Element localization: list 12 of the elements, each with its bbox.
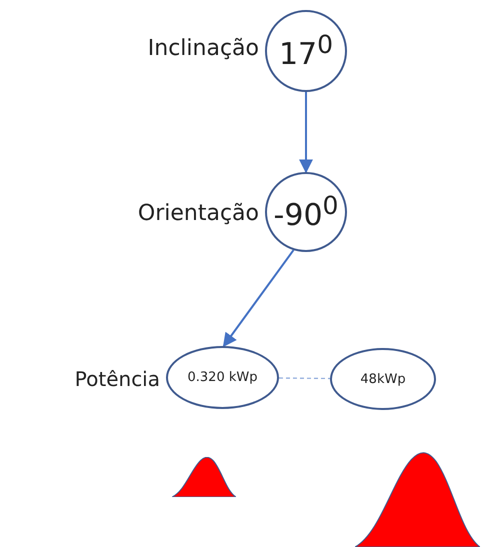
value-text: -90$^{0}$ bbox=[274, 193, 338, 231]
bell-curve-shape bbox=[172, 457, 236, 497]
arrow bbox=[299, 92, 313, 174]
connector-line bbox=[278, 377, 330, 380]
node-label: Inclinação bbox=[148, 38, 259, 60]
value-text: 48kWp bbox=[360, 372, 406, 386]
arrow bbox=[222, 250, 294, 348]
node-label: Potência bbox=[74, 369, 160, 389]
value-text: 17$^{0}$ bbox=[278, 32, 334, 70]
value-text: 0.320 kWp bbox=[188, 371, 258, 384]
bell-curve-shape bbox=[355, 452, 480, 547]
node-label: Orientação bbox=[138, 202, 259, 225]
